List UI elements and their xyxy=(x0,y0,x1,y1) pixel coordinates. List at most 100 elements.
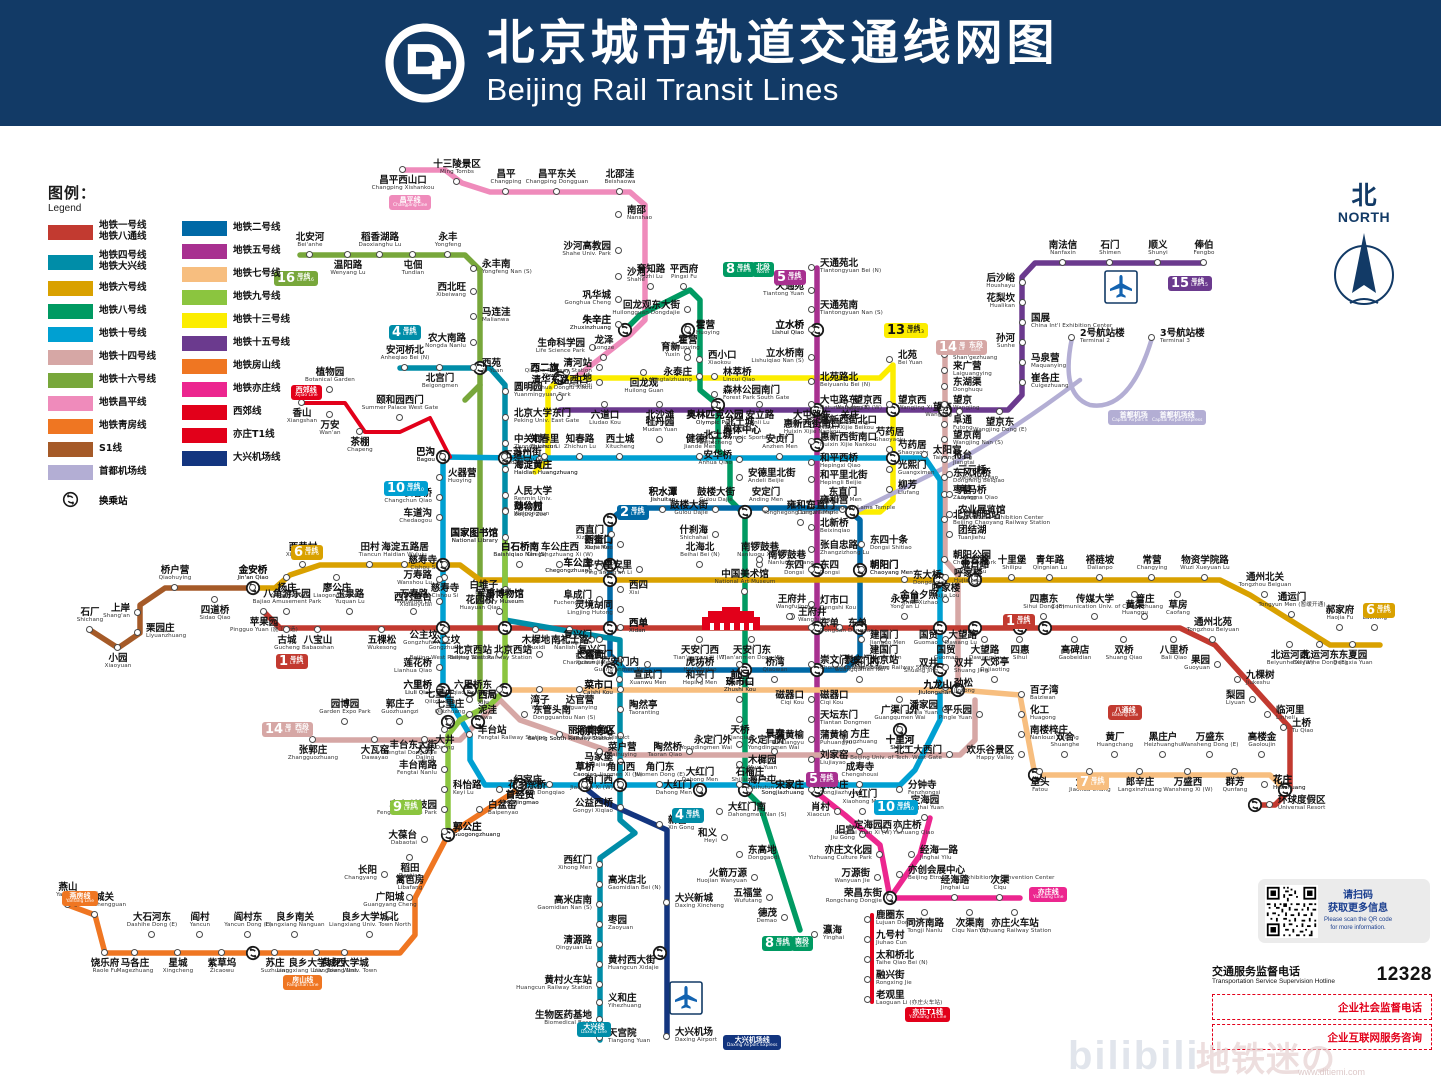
station-dot[interactable] xyxy=(147,930,155,938)
station-dot[interactable] xyxy=(920,450,928,458)
station-dot[interactable] xyxy=(755,555,763,563)
station-dot[interactable] xyxy=(941,683,949,691)
station-dot[interactable] xyxy=(501,439,509,447)
station-dot[interactable] xyxy=(1263,710,1271,718)
station-dot[interactable] xyxy=(863,995,871,1003)
station-dot[interactable] xyxy=(920,908,928,916)
station-dot[interactable] xyxy=(635,565,643,573)
station-dot[interactable] xyxy=(501,507,509,515)
station-dot[interactable] xyxy=(990,675,998,683)
station-dot[interactable] xyxy=(595,880,603,888)
station-dot[interactable] xyxy=(995,893,1003,901)
station-dot[interactable] xyxy=(940,515,948,523)
station-dot[interactable] xyxy=(980,635,988,643)
station-dot[interactable] xyxy=(614,272,622,280)
station-dot[interactable] xyxy=(1173,590,1181,598)
station-dot[interactable] xyxy=(885,485,893,493)
station-dot[interactable] xyxy=(745,785,753,793)
station-dot[interactable] xyxy=(595,900,603,908)
station-dot[interactable] xyxy=(370,735,378,743)
station-dot[interactable] xyxy=(1018,358,1026,366)
station-dot[interactable] xyxy=(438,452,446,460)
station-dot[interactable] xyxy=(1260,780,1268,788)
station-dot[interactable] xyxy=(616,623,624,631)
station-dot[interactable] xyxy=(616,565,624,573)
station-dot[interactable] xyxy=(941,595,949,603)
station-dot[interactable] xyxy=(646,282,654,290)
station-dot[interactable] xyxy=(807,325,815,333)
station-dot[interactable] xyxy=(607,655,615,663)
station-dot[interactable] xyxy=(885,465,893,473)
station-dot[interactable] xyxy=(501,491,509,499)
station-dot[interactable] xyxy=(1045,573,1053,581)
station-dot[interactable] xyxy=(643,660,651,668)
station-dot[interactable] xyxy=(365,930,373,938)
station-dot[interactable] xyxy=(761,505,769,513)
station-dot[interactable] xyxy=(282,625,290,633)
station-dot[interactable] xyxy=(385,910,393,918)
station-dot[interactable] xyxy=(501,465,509,473)
station-dot[interactable] xyxy=(710,430,718,438)
station-dot[interactable] xyxy=(248,583,256,591)
station-dot[interactable] xyxy=(941,635,949,643)
station-dot[interactable] xyxy=(1147,333,1155,341)
station-dot[interactable] xyxy=(395,717,403,725)
station-dot[interactable] xyxy=(465,730,473,738)
station-dot[interactable] xyxy=(1085,767,1093,775)
station-dot[interactable] xyxy=(735,473,743,481)
station-dot[interactable] xyxy=(501,187,509,195)
station-dot[interactable] xyxy=(1335,623,1343,631)
station-dot[interactable] xyxy=(133,628,141,636)
station-dot[interactable] xyxy=(452,177,460,185)
station-dot[interactable] xyxy=(950,893,958,901)
station-dot[interactable] xyxy=(955,685,963,693)
station-dot[interactable] xyxy=(1285,640,1293,648)
station-dot[interactable] xyxy=(1287,610,1295,618)
station-dot[interactable] xyxy=(614,246,622,254)
station-dot[interactable] xyxy=(435,707,443,715)
station-dot[interactable] xyxy=(616,540,624,548)
station-dot[interactable] xyxy=(1095,573,1103,581)
station-dot[interactable] xyxy=(1018,318,1026,326)
station-dot[interactable] xyxy=(599,353,607,361)
station-dot[interactable] xyxy=(325,410,333,418)
station-dot[interactable] xyxy=(1183,767,1191,775)
station-dot[interactable] xyxy=(340,717,348,725)
station-dot[interactable] xyxy=(325,385,333,393)
station-dot[interactable] xyxy=(1090,612,1098,620)
station-dot[interactable] xyxy=(616,685,624,693)
station-dot[interactable] xyxy=(170,583,178,591)
station-dot[interactable] xyxy=(469,312,477,320)
station-dot[interactable] xyxy=(469,363,477,371)
station-dot[interactable] xyxy=(970,573,978,581)
station-dot[interactable] xyxy=(1230,767,1238,775)
station-dot[interactable] xyxy=(405,853,413,861)
station-dot[interactable] xyxy=(695,452,703,460)
station-dot[interactable] xyxy=(895,870,903,878)
station-dot[interactable] xyxy=(587,635,595,643)
station-dot[interactable] xyxy=(735,760,743,768)
station-dot[interactable] xyxy=(710,390,718,398)
station-dot[interactable] xyxy=(282,607,290,615)
station-dot[interactable] xyxy=(313,625,321,633)
station-dot[interactable] xyxy=(614,295,622,303)
station-dot[interactable] xyxy=(100,948,108,956)
station-dot[interactable] xyxy=(377,625,385,633)
station-dot[interactable] xyxy=(879,635,887,643)
station-dot[interactable] xyxy=(695,675,703,683)
station-dot[interactable] xyxy=(469,338,477,346)
station-dot[interactable] xyxy=(907,850,915,858)
station-dot[interactable] xyxy=(940,382,948,390)
station-dot[interactable] xyxy=(900,575,908,583)
station-dot[interactable] xyxy=(807,565,815,573)
station-dot[interactable] xyxy=(1158,750,1166,758)
station-dot[interactable] xyxy=(720,833,728,841)
station-dot[interactable] xyxy=(380,870,388,878)
station-dot[interactable] xyxy=(113,643,121,651)
station-dot[interactable] xyxy=(420,735,428,743)
station-dot[interactable] xyxy=(1130,590,1138,598)
station-dot[interactable] xyxy=(975,710,983,718)
station-dot[interactable] xyxy=(1067,333,1075,341)
station-dot[interactable] xyxy=(501,533,509,541)
station-dot[interactable] xyxy=(343,250,351,258)
